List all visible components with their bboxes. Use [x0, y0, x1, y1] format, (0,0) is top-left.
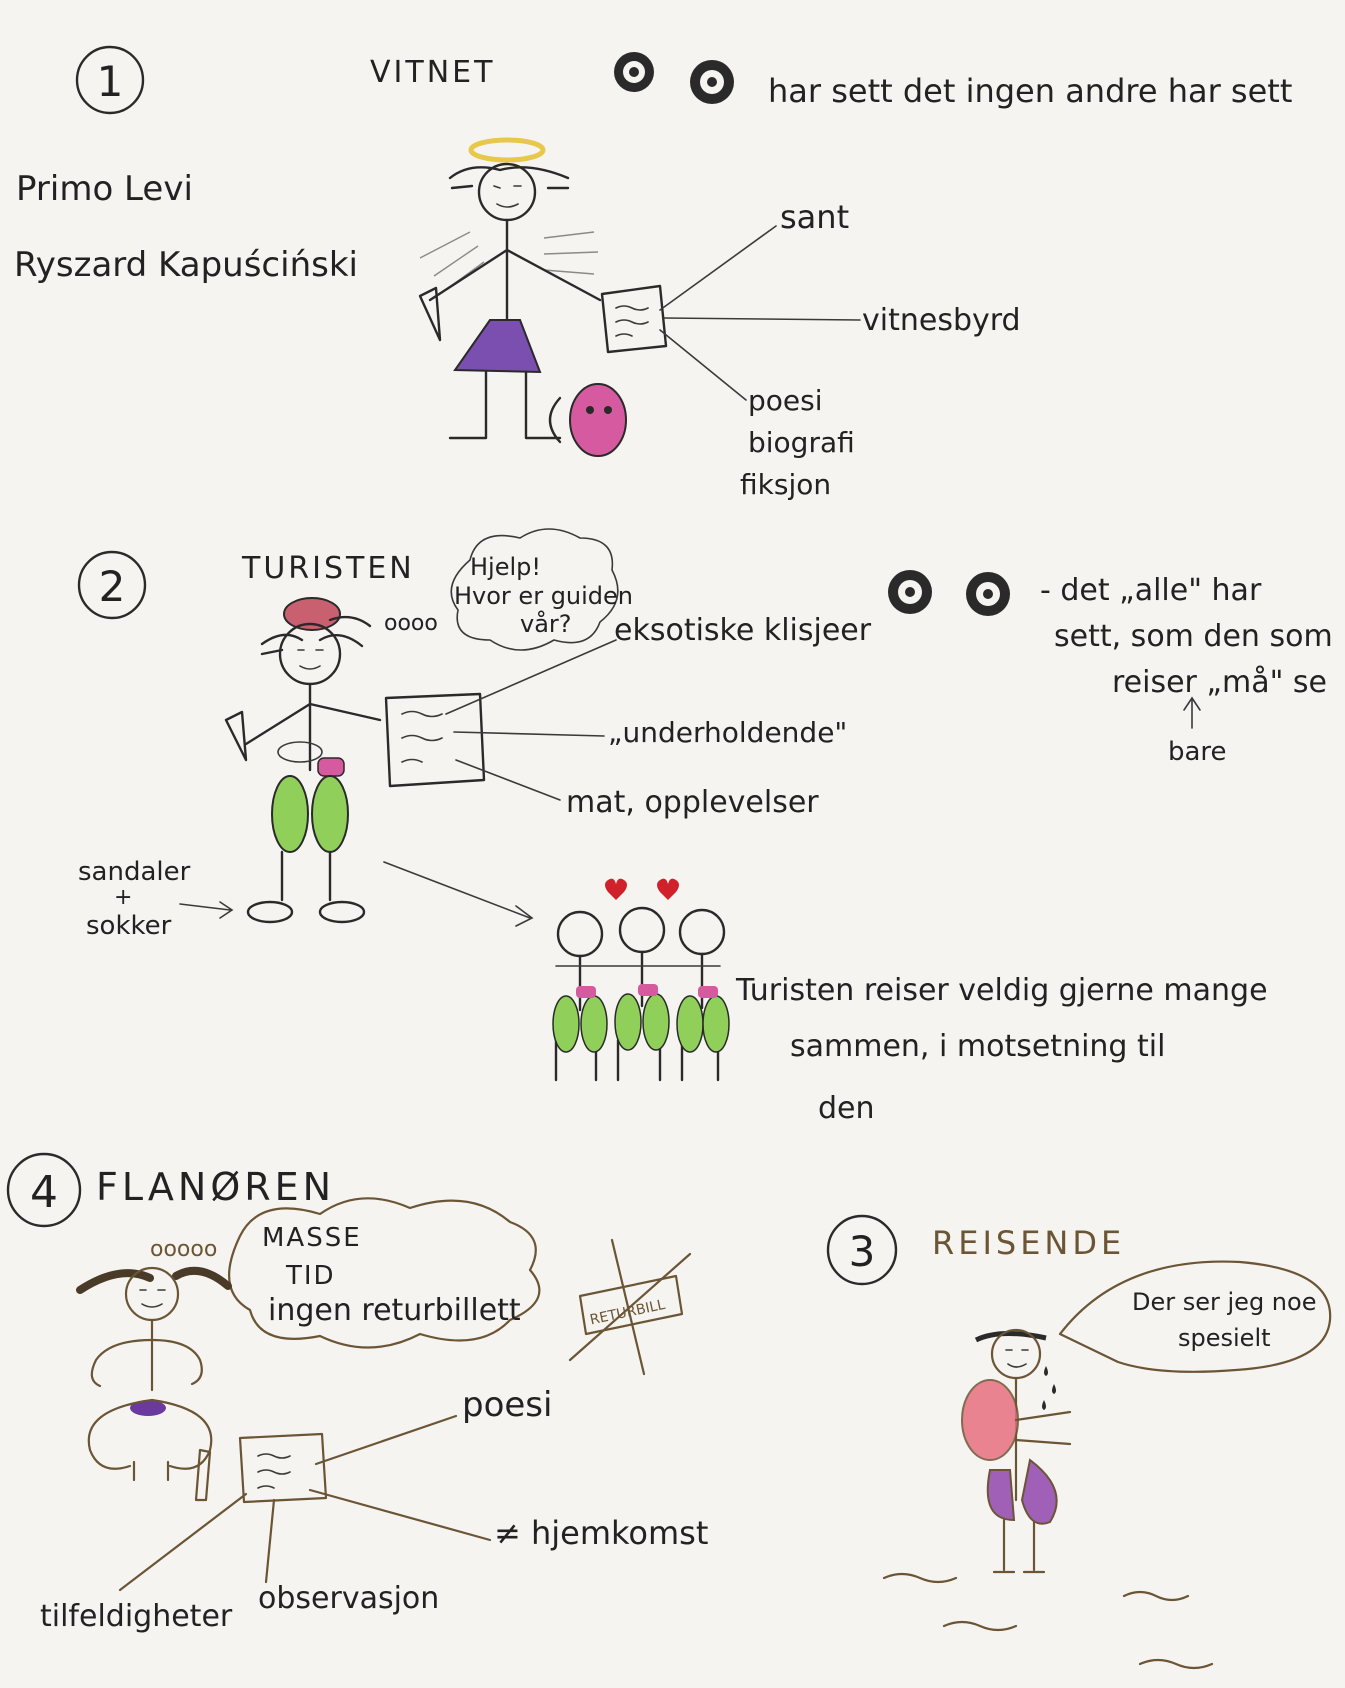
cap-icon: [283, 597, 341, 631]
svg-text:3: 3: [849, 1227, 876, 1276]
section-traveler: 3 REISENDE Der ser jeg noe spesielt: [826, 1214, 1332, 1670]
witness-eyes-note: har sett det ingen andre har sett: [768, 72, 1292, 110]
heart-icon: [605, 878, 679, 900]
tourist-group-note-1: Turisten reiser veldig gjerne mange: [735, 973, 1268, 1008]
pen-icon-flaneur: [194, 1448, 212, 1502]
witness-branch-vitnesbyrd: vitnesbyrd: [862, 303, 1021, 338]
flaneur-thought-bubble: [228, 1197, 541, 1349]
svg-text:4: 4: [30, 1167, 58, 1218]
tourist-thought-dots: oooo: [384, 611, 438, 636]
author-kapuscinski: Ryszard Kapuściński: [14, 245, 358, 285]
tourist-thought-line-2: Hvor er guiden: [454, 582, 633, 610]
tourist-eyes-note-insert: bare: [1168, 737, 1227, 767]
branch-line-klisjeer: [445, 639, 617, 715]
pen-icon-tourist: [224, 710, 248, 762]
sandals-plus: +: [114, 885, 132, 910]
branch-line-observasjon: [264, 1498, 276, 1584]
tourist-eyes-note-2: sett, som den som: [1054, 619, 1333, 654]
branch-line-sant: [659, 225, 777, 311]
flaneur-branch-hjemkomst: ≠ hjemkomst: [494, 1514, 708, 1552]
witness-figure: [418, 137, 668, 457]
flaneur-thought-line-1: MASSE: [262, 1223, 362, 1253]
tourist-title: TURISTEN: [241, 551, 415, 586]
flaneur-figure: [76, 1266, 232, 1502]
section-number-1: 1: [75, 45, 145, 115]
section-flaneur: 4 FLANØREN ooooo MASSE TID ingen returbi…: [6, 1152, 708, 1634]
tourist-group: [552, 878, 730, 1082]
ground-lines: [882, 1572, 1214, 1670]
tourist-thought-bubble: [450, 528, 619, 651]
branch-line-tilfeldigheter: [118, 1492, 248, 1592]
halo-icon: [468, 137, 546, 163]
tourist-branch-mat: mat, opplevelser: [566, 785, 819, 820]
witness-branch-sant: sant: [780, 198, 849, 236]
tourist-figure: [224, 597, 382, 924]
section-number-3: 3: [826, 1214, 898, 1286]
flaneur-branch-poesi: poesi: [462, 1385, 552, 1425]
section-number-2: 2: [77, 550, 147, 620]
traveler-speech-line-2: spesielt: [1178, 1324, 1271, 1352]
traveler-speech-line-1: Der ser jeg noe: [1132, 1288, 1316, 1316]
tourist-group-note-2: sammen, i motsetning til: [790, 1029, 1165, 1064]
socks-label: sokker: [86, 911, 172, 941]
witness-branch-poesi: poesi: [748, 384, 823, 417]
svg-text:1: 1: [97, 57, 124, 106]
flaneur-thought-line-2: TID: [285, 1261, 336, 1291]
eyes-icon-tourist: [888, 570, 1010, 616]
tears-icon: [1042, 1366, 1056, 1410]
tourist-thought-line-3: vår?: [520, 609, 572, 638]
traveler-speech-bubble: [1058, 1260, 1332, 1373]
tourist-document-icon: [384, 692, 486, 788]
tourist-eyes-note-3: reiser „må" se: [1112, 665, 1327, 700]
branch-line-mat: [455, 759, 561, 801]
tourist-group-note-3: den: [818, 1091, 875, 1126]
group-arrow: [383, 861, 534, 927]
author-primo-levi: Primo Levi: [16, 169, 193, 209]
mask-icon: [548, 383, 627, 457]
flaneur-document-icon: [238, 1432, 328, 1504]
tourist-eyes-note-1: - det „alle" har: [1040, 573, 1262, 608]
witness-branch-biografi: biografi: [748, 426, 855, 459]
witness-document-icon: [600, 284, 668, 354]
witness-branch-fiksjon: fiksjon: [740, 468, 831, 501]
insert-arrow: [1183, 696, 1201, 729]
eyes-icon: [614, 52, 734, 104]
flaneur-title: FLANØREN: [96, 1165, 335, 1209]
flaneur-thought-dots: ooooo: [150, 1237, 217, 1262]
tourist-branch-underholdende: „underholdende": [608, 716, 847, 749]
section-tourist: 2 TURISTEN oooo Hjelp! Hvor er guiden vå…: [77, 528, 1333, 1126]
tourist-thought-line-1: Hjelp!: [470, 553, 541, 581]
branch-line-vitnesbyrd: [663, 317, 861, 321]
section-number-4: 4: [6, 1152, 82, 1228]
sandal-icon: [246, 900, 366, 924]
flaneur-branch-tilfeldigheter: tilfeldigheter: [40, 1599, 233, 1634]
branch-line-hjemkomst: [308, 1488, 492, 1542]
sandals-label: sandaler: [78, 857, 191, 887]
pen-icon: [418, 286, 442, 342]
sandals-arrow: [179, 901, 234, 919]
flaneur-thought-line-3: ingen returbillett: [268, 1293, 521, 1328]
branch-line-underholdende: [453, 731, 605, 737]
branch-line-flaneur-poesi: [314, 1414, 458, 1466]
ticket-crossed-icon: RETURBILL: [568, 1238, 692, 1376]
traveler-title: REISENDE: [932, 1224, 1125, 1262]
witness-title: VITNET: [370, 55, 495, 90]
flaneur-branch-observasjon: observasjon: [258, 1581, 439, 1616]
branch-line-poesi: [659, 329, 747, 401]
traveler-figure: [961, 1328, 1072, 1574]
tourist-branch-klisjeer: eksotiske klisjeer: [614, 613, 872, 648]
svg-text:2: 2: [99, 562, 126, 611]
section-witness: 1 VITNET har sett det ingen andre har se…: [14, 45, 1292, 501]
